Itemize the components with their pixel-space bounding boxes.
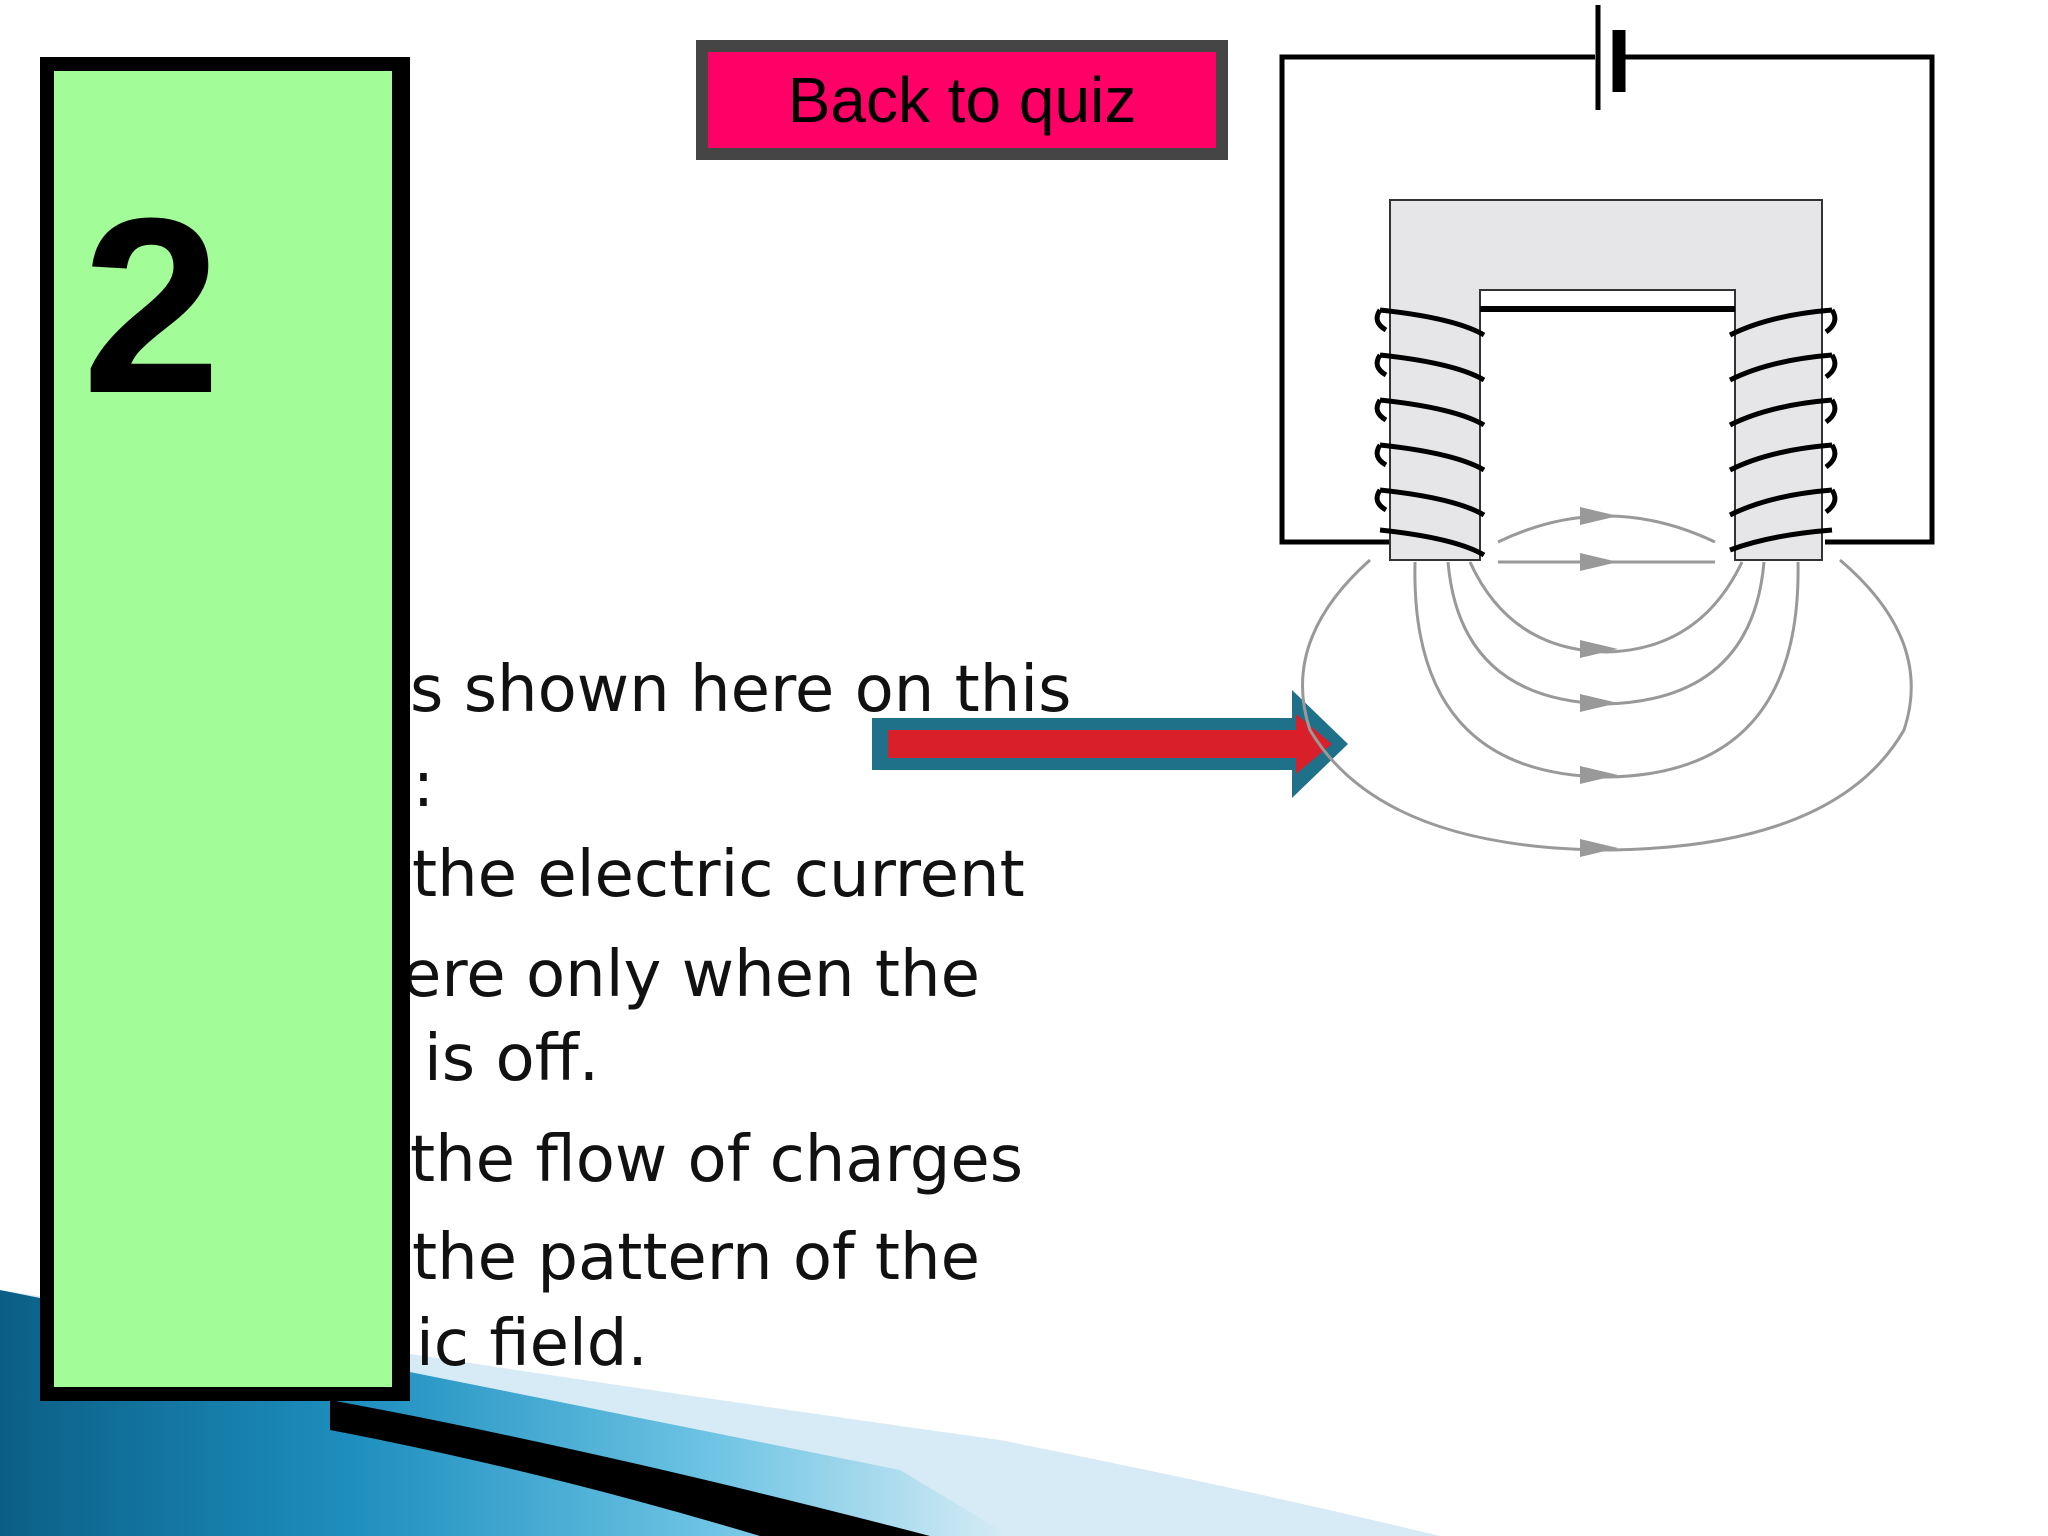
electromagnet-diagram: [1279, 5, 1935, 857]
iron-core: [1389, 199, 1823, 561]
option-line-1: the electric current: [412, 838, 1025, 912]
option-line-3: is off.: [424, 1022, 600, 1096]
back-to-quiz-button[interactable]: Back to quiz: [696, 40, 1228, 160]
arrow-fill: [888, 714, 1332, 774]
battery-icon: [1595, 5, 1626, 110]
right-arrow-icon: [872, 690, 1348, 798]
coil-left: [1374, 307, 1486, 558]
field-lines: [1301, 514, 1913, 852]
option-line-2: ere only when the: [402, 938, 980, 1012]
coil-right: [1728, 307, 1838, 553]
question-number-card: 2: [40, 57, 410, 1401]
option-line-4: the flow of charges: [410, 1123, 1024, 1197]
field-arrowheads: [1580, 507, 1618, 857]
swoosh-dark-band: [330, 1400, 930, 1536]
circuit-wire: [1279, 54, 1935, 545]
option-line-6: ic field.: [416, 1307, 648, 1381]
statement-line-1: s shown here on this: [410, 653, 1072, 727]
option-line-5: the pattern of the: [412, 1221, 980, 1295]
question-number: 2: [82, 166, 222, 445]
